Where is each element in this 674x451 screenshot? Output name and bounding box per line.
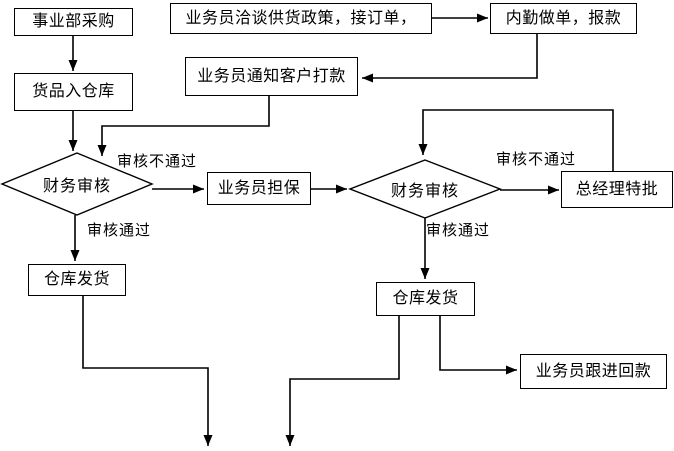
node-gm-special-approval: 总经理特批 <box>561 171 673 208</box>
edge-label-left-audit-pass: 审核通过 <box>87 223 152 239</box>
edge-label-left-audit-fail: 审核不通过 <box>117 154 198 170</box>
node-salesman-followup-payment: 业务员跟进回款 <box>520 354 667 389</box>
connector-office-billing-to-notify-payment <box>362 34 538 83</box>
decision-finance-audit-left-shape <box>0 152 154 216</box>
edge-label-right-audit-fail: 审核不通过 <box>496 152 577 168</box>
node-dept-purchase: 事业部采购 <box>14 8 133 36</box>
decision-finance-audit-right-label: 财务审核 <box>390 183 459 200</box>
node-salesman-guarantee: 业务员担保 <box>207 172 311 205</box>
node-office-billing: 内勤做单，报款 <box>490 3 637 34</box>
edge-label-right-audit-pass: 审核通过 <box>426 223 491 239</box>
connector-notify-payment-to-finance-audit-left <box>97 96 270 156</box>
connector-warehouse-ship-left-to-bottom <box>82 296 213 446</box>
connector-gm-approval-return-to-finance-audit-right <box>418 109 614 171</box>
node-notify-customer-payment: 业务员通知客户打款 <box>185 57 358 96</box>
connector-warehouse-ship-right-to-bottom <box>285 316 400 446</box>
node-goods-in-warehouse: 货品入仓库 <box>14 73 133 111</box>
node-warehouse-ship-right: 仓库发货 <box>376 282 475 316</box>
node-negotiate-supply: 业务员洽谈供货政策，接订单， <box>170 3 432 34</box>
node-warehouse-ship-left: 仓库发货 <box>28 264 126 296</box>
connector-warehouse-ship-right-to-followup <box>439 316 517 375</box>
decision-finance-audit-left-label: 财务审核 <box>42 178 111 195</box>
